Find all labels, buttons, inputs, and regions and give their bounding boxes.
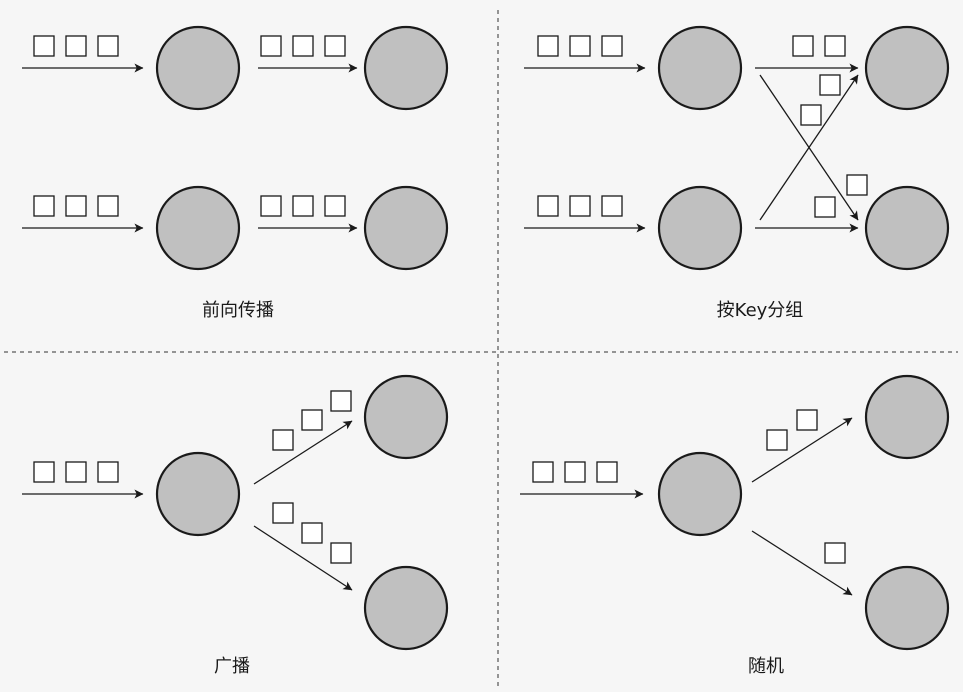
- packet-group: [260, 195, 346, 217]
- packet: [569, 195, 591, 217]
- packet: [260, 195, 282, 217]
- packet: [324, 35, 346, 57]
- node: [155, 451, 241, 537]
- packet-group: [532, 461, 618, 483]
- panel-forward: 前向传播: [22, 25, 449, 321]
- node: [363, 185, 449, 271]
- node: [155, 25, 241, 111]
- arrow: [751, 530, 853, 596]
- node: [155, 185, 241, 271]
- packet: [846, 174, 868, 196]
- node: [864, 374, 950, 460]
- packet: [330, 542, 352, 564]
- packet: [814, 196, 836, 218]
- packet-group: [537, 35, 623, 57]
- panel-caption: 前向传播: [202, 300, 274, 321]
- panel-key-group: 按Key分组: [524, 25, 950, 321]
- packet: [301, 409, 323, 431]
- packet: [65, 35, 87, 57]
- packet: [564, 461, 586, 483]
- packet: [272, 429, 294, 451]
- packet: [824, 542, 846, 564]
- panel-broadcast: 广播: [22, 374, 449, 677]
- node: [363, 565, 449, 651]
- packet: [97, 195, 119, 217]
- packet: [65, 195, 87, 217]
- node: [363, 25, 449, 111]
- packet: [800, 104, 822, 126]
- packet: [596, 461, 618, 483]
- packet: [97, 35, 119, 57]
- packet: [292, 195, 314, 217]
- packet-group: [260, 35, 346, 57]
- node: [657, 451, 743, 537]
- node: [657, 185, 743, 271]
- packet-group: [33, 461, 119, 483]
- node: [864, 565, 950, 651]
- packet: [260, 35, 282, 57]
- packet: [766, 429, 788, 451]
- arrow: [253, 420, 353, 485]
- packet: [65, 461, 87, 483]
- node: [657, 25, 743, 111]
- packet: [33, 461, 55, 483]
- packet: [796, 409, 818, 431]
- arrow: [751, 417, 853, 483]
- packet: [97, 461, 119, 483]
- packet: [33, 195, 55, 217]
- panel-random: 随机: [520, 374, 950, 677]
- arrow: [253, 525, 353, 591]
- packet: [272, 502, 294, 524]
- packet: [301, 522, 323, 544]
- node: [864, 25, 950, 111]
- packet: [532, 461, 554, 483]
- node: [864, 185, 950, 271]
- panel-caption: 按Key分组: [717, 300, 804, 321]
- packet: [569, 35, 591, 57]
- packet: [324, 195, 346, 217]
- packet-group: [537, 195, 623, 217]
- panel-caption: 随机: [748, 656, 784, 677]
- packet: [601, 35, 623, 57]
- packet-group: [33, 35, 119, 57]
- packet: [819, 74, 841, 96]
- packet: [537, 35, 559, 57]
- panel-caption: 广播: [214, 656, 250, 677]
- packet: [33, 35, 55, 57]
- node: [363, 374, 449, 460]
- packet: [824, 35, 846, 57]
- packet: [792, 35, 814, 57]
- packet-group: [33, 195, 119, 217]
- packet: [601, 195, 623, 217]
- packet: [537, 195, 559, 217]
- arrow: [759, 74, 859, 221]
- packet: [330, 390, 352, 412]
- packet: [292, 35, 314, 57]
